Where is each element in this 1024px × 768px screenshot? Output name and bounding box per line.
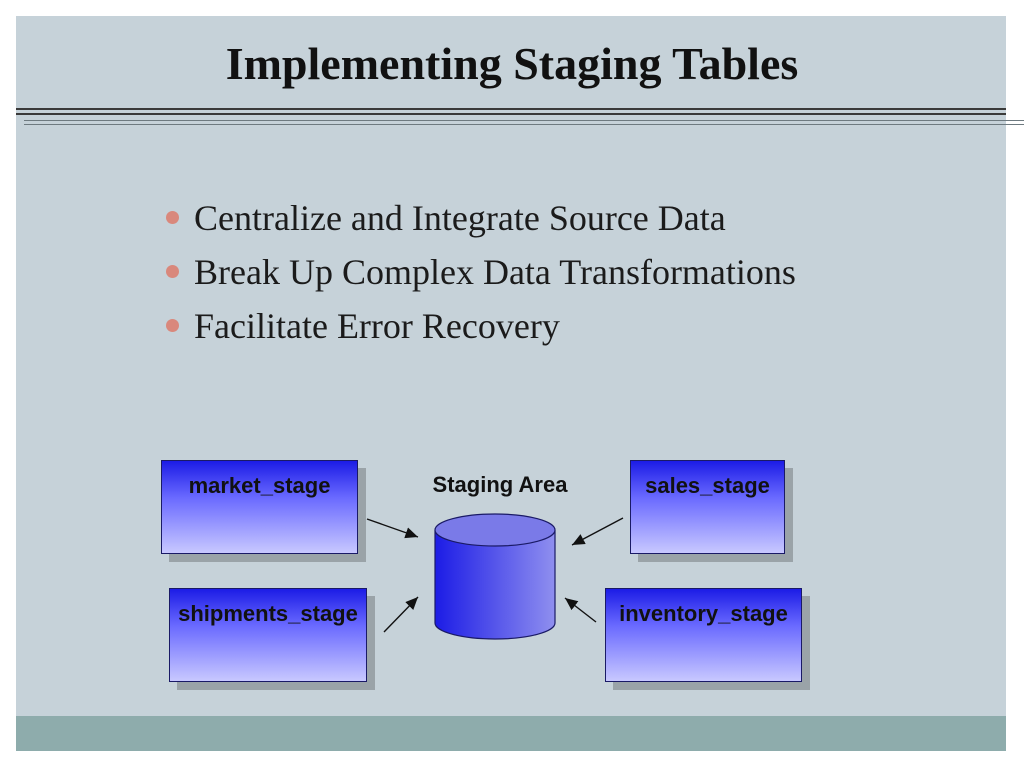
title-rule-bottom — [16, 113, 1006, 115]
bullet-item: Centralize and Integrate Source Data — [166, 194, 796, 248]
title-rule-thin-2 — [24, 124, 1024, 125]
bullet-list: Centralize and Integrate Source Data Bre… — [166, 194, 796, 356]
arrow-inventory-to-staging — [564, 597, 597, 623]
arrow-shipments-to-staging — [383, 596, 419, 633]
sales-stage-box: sales_stage — [630, 460, 785, 554]
slide-title: Implementing Staging Tables — [225, 38, 799, 89]
bullet-text: Facilitate Error Recovery — [194, 306, 560, 346]
bullet-dot-icon — [166, 319, 179, 332]
shipments-stage-box: shipments_stage — [169, 588, 367, 682]
staging-area-cylinder-icon — [434, 513, 556, 640]
staging-area-label: Staging Area — [432, 472, 568, 497]
market-stage-box: market_stage — [161, 460, 358, 554]
shipments-stage-label: shipments_stage — [178, 601, 358, 626]
arrow-market-to-staging — [366, 518, 419, 539]
market-stage-label: market_stage — [188, 473, 331, 498]
bullet-dot-icon — [166, 265, 179, 278]
bullet-text: Break Up Complex Data Transformations — [194, 252, 796, 292]
title-rule-thin-1 — [24, 120, 1024, 121]
bullet-item: Facilitate Error Recovery — [166, 302, 796, 356]
bullet-item: Break Up Complex Data Transformations — [166, 248, 796, 302]
arrow-sales-to-staging — [571, 517, 624, 546]
sales-stage-label: sales_stage — [645, 473, 770, 498]
bullet-text: Centralize and Integrate Source Data — [194, 198, 726, 238]
title-rule-top — [16, 108, 1006, 110]
title-band — [16, 16, 1006, 108]
footer-bar — [16, 716, 1006, 751]
inventory-stage-label: inventory_stage — [619, 601, 788, 626]
inventory-stage-box: inventory_stage — [605, 588, 802, 682]
bullet-dot-icon — [166, 211, 179, 224]
